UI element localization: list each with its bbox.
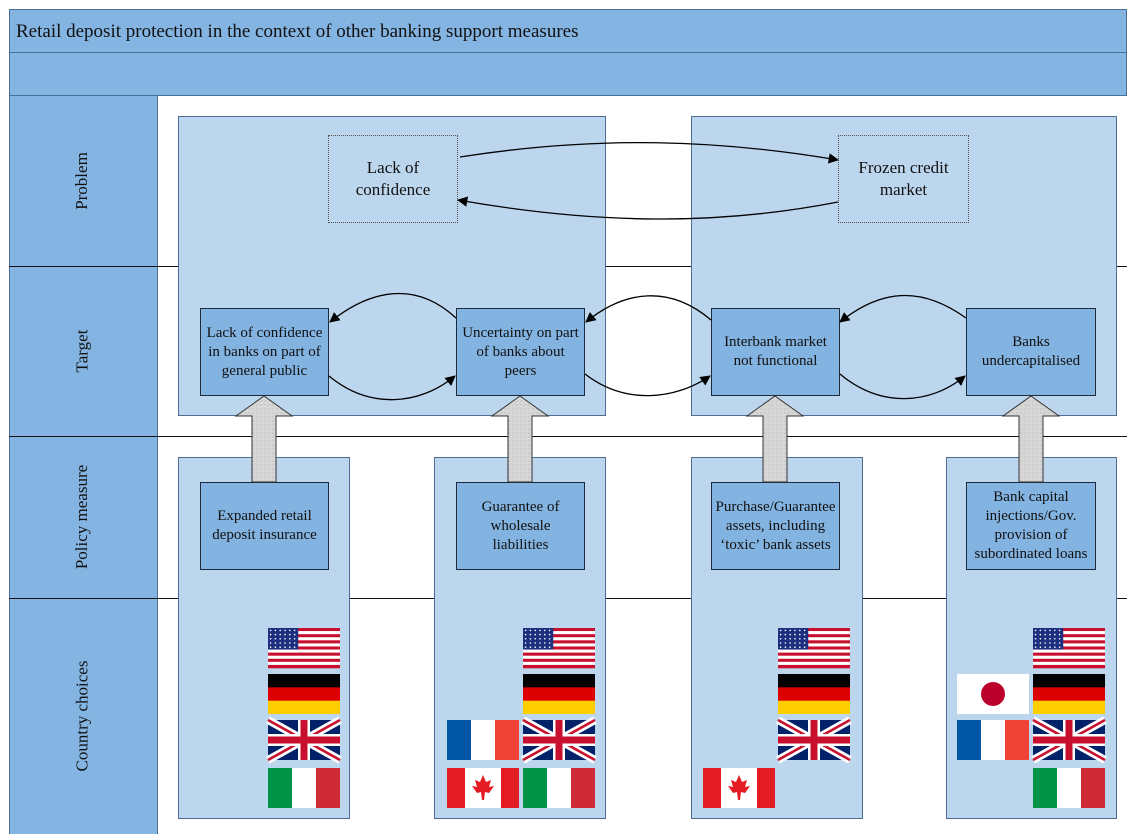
- arrow-t3-to-t2: [585, 295, 712, 323]
- flag-uk-icon: [521, 716, 597, 764]
- flag-de-icon: [268, 674, 340, 714]
- arrow-t4-to-t3: [839, 294, 967, 323]
- arrow-t3-to-t4: [839, 373, 966, 400]
- flag-us-icon: [268, 628, 340, 669]
- flag-it-icon: [268, 768, 340, 808]
- flag-de-icon: [523, 674, 595, 714]
- row-divider: [9, 436, 1127, 437]
- target-public-confidence: Lack of confidence in banks on part of g…: [200, 308, 329, 396]
- problem-lack-of-confidence: Lack of confidence: [328, 135, 458, 223]
- arrow-confidence-to-credit: [459, 141, 840, 164]
- block-arrow-4: [1001, 395, 1061, 483]
- policy-asset-purchase: Purchase/Guarantee assets, including ‘to…: [711, 482, 840, 570]
- header-band: [9, 53, 1127, 96]
- block-arrow-3: [745, 395, 805, 483]
- block-arrow-1: [234, 395, 294, 483]
- flag-ca-icon: [447, 768, 519, 808]
- block-arrow-2: [490, 395, 550, 483]
- row-label-column: [9, 96, 158, 834]
- arrow-t2-to-t1: [329, 292, 457, 323]
- target-undercapitalised: Banks undercapitalised: [966, 308, 1096, 396]
- arrow-credit-to-confidence: [456, 196, 839, 220]
- flag-us-icon: [778, 628, 850, 669]
- diagram-title: Retail deposit protection in the context…: [9, 9, 1127, 53]
- flag-jp-icon: [957, 674, 1029, 714]
- arrow-t1-to-t2: [328, 375, 456, 401]
- policy-wholesale-guarantee: Guarantee of wholesale liabilities: [456, 482, 585, 570]
- flag-uk-icon: [266, 716, 342, 764]
- flag-fr-icon: [447, 720, 519, 760]
- flag-us-icon: [523, 628, 595, 669]
- problem-frozen-credit-market: Frozen credit market: [838, 135, 969, 223]
- flag-it-icon: [1033, 768, 1105, 808]
- flag-uk-icon: [1031, 716, 1107, 764]
- flag-de-icon: [1033, 674, 1105, 714]
- arrow-t2-to-t3: [584, 373, 711, 397]
- policy-retail-deposit-insurance: Expanded retail deposit insurance: [200, 482, 329, 570]
- target-bank-uncertainty: Uncertainty on part of banks about peers: [456, 308, 585, 396]
- flag-de-icon: [778, 674, 850, 714]
- flag-us-icon: [1033, 628, 1105, 669]
- flag-fr-icon: [957, 720, 1029, 760]
- target-interbank-market: Interbank market not functional: [711, 308, 840, 396]
- flag-ca-icon: [703, 768, 775, 808]
- flag-uk-icon: [776, 716, 852, 764]
- flag-it-icon: [523, 768, 595, 808]
